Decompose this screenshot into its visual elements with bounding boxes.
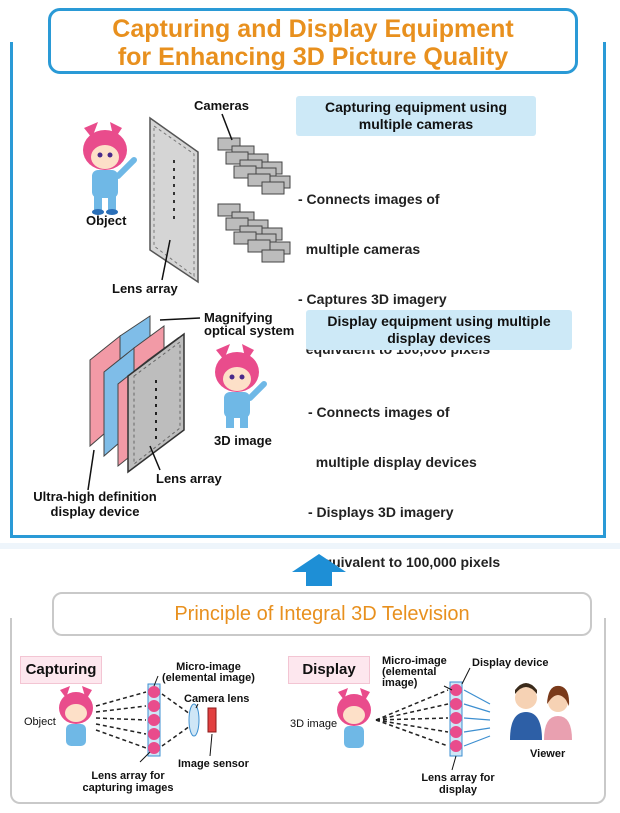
capture-heading-line-2: multiple cameras <box>358 116 474 132</box>
display-device-line-1: Ultra-high definition <box>33 489 157 504</box>
lens-array-label-top: Lens array <box>112 281 178 296</box>
capturing-tag: Capturing <box>20 656 102 684</box>
capture-object-label: Object <box>24 716 56 728</box>
capture-heading-line-1: Capturing equipment using <box>325 99 507 115</box>
principle-panel <box>10 618 606 804</box>
display-bullet-1: - Connects images of <box>308 404 450 420</box>
display-micro-line-2: (elemental <box>382 666 437 678</box>
display-micro-line-3: image) <box>382 677 418 689</box>
capture-lens-array-line-2: capturing images <box>82 782 174 794</box>
lens-array-label-display: Lens array <box>156 471 222 486</box>
capture-lens-array-label: Lens array for capturing images <box>78 770 178 794</box>
display-lens-array-small-icon <box>449 681 463 757</box>
mascot-display-icon <box>337 688 371 748</box>
image-sensor-icon <box>207 707 217 733</box>
viewer-rays <box>463 689 491 747</box>
capture-bullet-1: - Connects images of <box>298 191 440 207</box>
mascot-object-icon <box>83 122 137 215</box>
title-line-2: for Enhancing 3D Picture Quality <box>117 43 509 71</box>
capture-heading: Capturing equipment using multiple camer… <box>296 96 536 136</box>
page-title: Capturing and Display Equipment for Enha… <box>48 8 578 74</box>
capture-micro-line-2: (elemental image) <box>162 672 255 684</box>
display-device-line-2: display device <box>50 504 140 519</box>
viewer-label: Viewer <box>530 748 566 760</box>
display-lens-array-label: Lens array for display <box>408 772 508 796</box>
capture-bullet-2: multiple cameras <box>298 241 421 257</box>
display-rays <box>375 689 449 747</box>
display-lens-array-line-2: display <box>439 784 477 796</box>
display-heading-line-1: Display equipment using multiple <box>327 313 551 329</box>
mascot-capture-icon <box>59 686 93 746</box>
display-micro-image-label: Micro-image (elemental image) <box>382 656 447 689</box>
viewer-people-icon <box>510 683 572 740</box>
camera-lens-icon <box>188 703 200 737</box>
camera-lens-label: Camera lens <box>184 693 250 705</box>
capture-lens-array-line-1: Lens array for <box>91 770 165 782</box>
display-lens-array-icon <box>127 332 185 474</box>
3d-image-label: 3D image <box>214 433 272 448</box>
mascot-3d-image-icon <box>215 344 267 428</box>
display-bullet-3: - Displays 3D imagery <box>308 504 454 520</box>
image-sensor-label: Image sensor <box>178 758 249 770</box>
cameras-label: Cameras <box>194 98 249 113</box>
display-device-label: Ultra-high definition display device <box>20 489 170 519</box>
display-device-small-label: Display device <box>472 657 549 669</box>
magnifying-label: Magnifying optical system <box>204 311 294 337</box>
up-arrow-icon <box>292 554 346 586</box>
capture-micro-line-1: Micro-image <box>176 661 241 673</box>
section-separator <box>0 543 620 549</box>
top-panel <box>10 42 606 538</box>
object-label: Object <box>86 213 127 228</box>
capture-bullet-3: - Captures 3D imagery <box>298 291 447 307</box>
title-line-1: Capturing and Display Equipment <box>112 15 514 43</box>
display-3d-image-label: 3D image <box>290 718 338 730</box>
display-bullet-2: multiple display devices <box>308 454 477 470</box>
capture-micro-image-label: Micro-image (elemental image) <box>162 662 255 684</box>
display-tag: Display <box>288 656 370 684</box>
magnifying-line-2: optical system <box>204 323 295 338</box>
display-heading: Display equipment using multiple display… <box>306 310 572 350</box>
lens-array-panel-icon <box>149 116 199 284</box>
capture-rays <box>95 691 191 749</box>
display-micro-line-1: Micro-image <box>382 655 447 667</box>
capture-lens-array-icon <box>147 683 161 757</box>
display-bullets: - Connects images of multiple display de… <box>308 372 568 588</box>
camera-cluster-icon <box>217 137 291 263</box>
display-heading-line-2: display devices <box>387 330 491 346</box>
principle-title: Principle of Integral 3D Television <box>52 592 592 636</box>
display-lens-array-line-1: Lens array for <box>421 772 495 784</box>
capture-illustration <box>83 113 291 491</box>
magnifying-line-1: Magnifying <box>204 310 273 325</box>
